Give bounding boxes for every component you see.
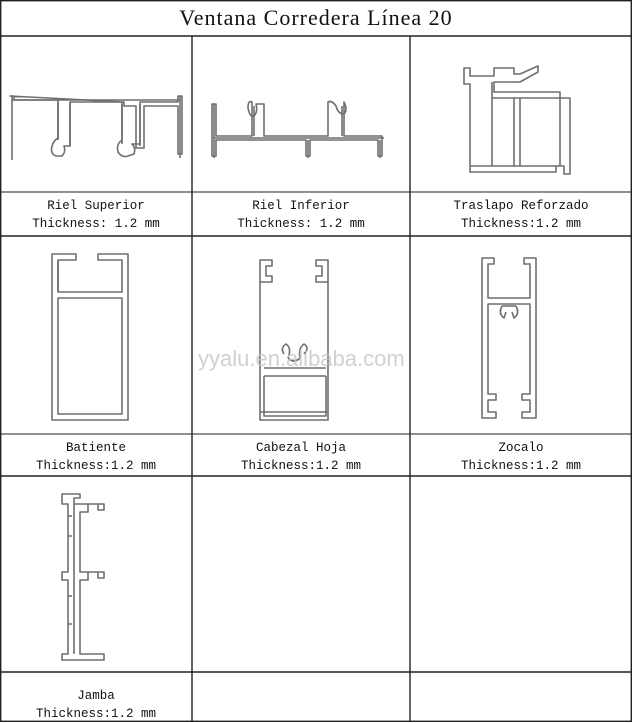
zocalo-drawing [481,257,537,419]
page-title: Ventana Corredera Línea 20 [179,5,453,30]
batiente-drawing [51,253,129,421]
riel-inferior-drawing [211,100,384,158]
caption-traslapo-reforzado: Traslapo Reforzado Thickness:1.2 mm [410,197,632,233]
caption-batiente: Batiente Thickness:1.2 mm [0,439,192,475]
jamba-drawing [61,493,105,661]
profile-thickness: Thickness:1.2 mm [240,459,362,473]
profile-thickness: Thickness:1.2 mm [35,459,157,473]
caption-jamba: Jamba Thickness:1.2 mm [0,687,192,723]
profile-thickness: Thickness: 1.2 mm [32,217,160,231]
profile-name: Zocalo [498,441,544,455]
caption-cabezal-hoja: Cabezal Hoja Thickness:1.2 mm [192,439,410,475]
profile-name: Batiente [65,441,126,455]
traslapo-reforzado-drawing [463,65,571,175]
profile-thickness: Thickness: 1.2 mm [237,217,365,231]
profile-name: Riel Inferior [252,199,350,213]
profile-thickness: Thickness:1.2 mm [460,459,582,473]
cabezal-hoja-drawing [259,259,329,421]
caption-zocalo: Zocalo Thickness:1.2 mm [410,439,632,475]
profile-thickness: Thickness:1.2 mm [35,707,157,721]
profile-name: Traslapo Reforzado [453,199,589,213]
profile-name: Riel Superior [47,199,145,213]
profile-name: Cabezal Hoja [255,441,346,455]
profile-thickness: Thickness:1.2 mm [460,217,582,231]
riel-superior-drawing [9,95,183,160]
caption-riel-superior: Riel Superior Thickness: 1.2 mm [0,197,192,233]
profile-name: Jamba [77,689,115,703]
caption-riel-inferior: Riel Inferior Thickness: 1.2 mm [192,197,410,233]
watermark: yyalu.en.alibaba.com [198,346,405,371]
